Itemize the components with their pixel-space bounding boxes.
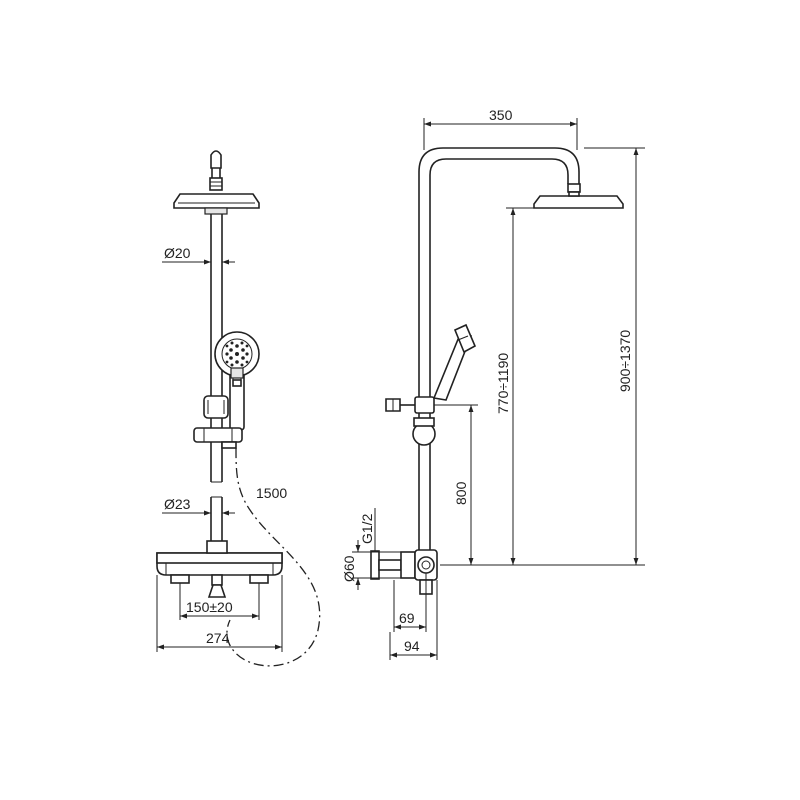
- label-mixer-width: 274: [206, 630, 230, 646]
- dim-pipe-diameter: Ø20: [162, 245, 235, 265]
- label-total-depth: 94: [404, 638, 420, 654]
- front-thermostatic-mixer: [156, 540, 283, 598]
- side-dimensions: 350 900÷1370 770÷1190 800 Ø60: [341, 107, 645, 660]
- front-slide-bracket: [193, 395, 243, 449]
- dim-wall-depth: 69: [393, 573, 427, 632]
- side-view: [370, 147, 624, 595]
- dim-total-height: 900÷1370: [440, 147, 645, 566]
- label-connection-diameter: Ø60: [341, 555, 357, 582]
- label-total-height: 900÷1370: [617, 330, 633, 392]
- dim-connection-diameter: Ø60: [341, 540, 401, 590]
- front-shower-hose: [226, 447, 321, 667]
- side-overhead-shower-head: [533, 183, 624, 209]
- front-shower-arm: [209, 150, 223, 191]
- dim-center-distance: 150±20: [179, 583, 260, 620]
- front-view: [156, 150, 321, 667]
- dim-outlet-height: 800: [434, 404, 478, 565]
- label-wall-depth: 69: [399, 610, 415, 626]
- label-overhead-arm: 350: [489, 107, 513, 123]
- label-slide-range: 770÷1190: [495, 353, 511, 414]
- label-hose-length: 1500: [256, 485, 287, 501]
- side-hand-shower: [432, 323, 477, 401]
- dim-mixer-pipe-diameter: Ø23: [162, 496, 235, 516]
- label-pipe-diameter: Ø20: [164, 245, 191, 261]
- label-thread: G1/2: [359, 513, 375, 544]
- front-dimensions: Ø20 Ø23 1500 150±20 274: [156, 245, 287, 652]
- side-slide-bracket: [385, 396, 436, 446]
- label-center-distance: 150±20: [186, 599, 233, 615]
- dim-thread: G1/2: [359, 508, 376, 551]
- dim-slide-range: 770÷1190: [495, 207, 534, 565]
- side-mixer-body: [370, 549, 438, 595]
- label-outlet-height: 800: [453, 481, 469, 505]
- front-vertical-rail: [210, 214, 223, 545]
- hand-shower-nozzles-icon: [225, 341, 249, 367]
- label-mixer-pipe-diameter: Ø23: [164, 496, 191, 512]
- dim-total-depth: 94: [389, 580, 438, 660]
- dim-overhead-arm: 350: [423, 107, 578, 150]
- front-overhead-shower-head: [173, 193, 260, 215]
- dim-mixer-width: 274: [156, 575, 283, 652]
